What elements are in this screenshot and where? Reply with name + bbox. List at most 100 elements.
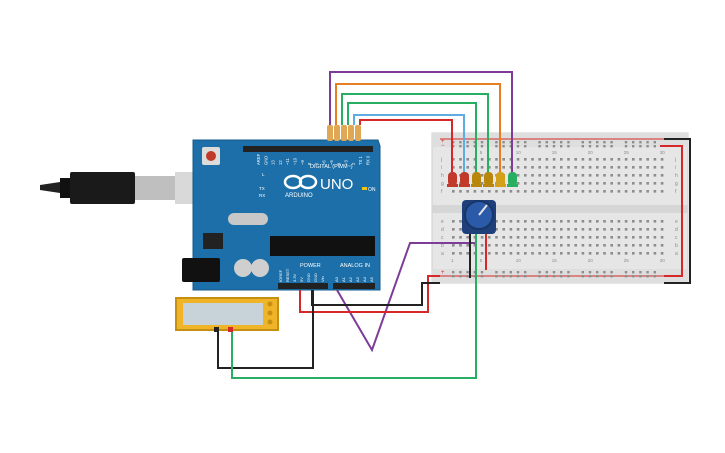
rail-hole[interactable]	[610, 145, 613, 148]
breadboard-hole[interactable]	[452, 228, 455, 231]
rail-hole[interactable]	[466, 145, 469, 148]
breadboard-hole[interactable]	[531, 166, 534, 169]
breadboard-hole[interactable]	[516, 228, 520, 231]
led[interactable]	[459, 172, 470, 187]
rail-hole[interactable]	[596, 145, 599, 148]
breadboard-hole[interactable]	[459, 252, 462, 255]
breadboard-hole[interactable]	[653, 182, 657, 185]
rail-hole[interactable]	[603, 141, 606, 144]
breadboard-hole[interactable]	[502, 228, 505, 231]
rail-hole[interactable]	[596, 271, 599, 274]
breadboard-hole[interactable]	[624, 236, 628, 239]
breadboard-hole[interactable]	[531, 158, 534, 161]
breadboard-hole[interactable]	[459, 158, 462, 161]
breadboard-hole[interactable]	[596, 182, 599, 185]
breadboard-hole[interactable]	[538, 244, 541, 247]
breadboard-hole[interactable]	[639, 190, 642, 193]
breadboard-hole[interactable]	[480, 252, 484, 255]
breadboard-hole[interactable]	[495, 244, 498, 247]
rail-hole[interactable]	[480, 145, 484, 148]
rail-hole[interactable]	[610, 141, 613, 144]
breadboard-hole[interactable]	[588, 182, 592, 185]
breadboard-hole[interactable]	[466, 236, 469, 239]
breadboard-hole[interactable]	[495, 236, 498, 239]
breadboard-hole[interactable]	[560, 190, 563, 193]
rail-hole[interactable]	[632, 271, 635, 274]
breadboard-hole[interactable]	[560, 244, 563, 247]
rail-hole[interactable]	[495, 145, 498, 148]
breadboard-hole[interactable]	[452, 236, 455, 239]
breadboard-hole[interactable]	[488, 158, 491, 161]
rail-hole[interactable]	[452, 271, 455, 274]
wires[interactable]	[217, 71, 691, 379]
breadboard-hole[interactable]	[502, 244, 505, 247]
breadboard-hole[interactable]	[581, 252, 585, 255]
breadboard-hole[interactable]	[581, 228, 585, 231]
breadboard-hole[interactable]	[552, 174, 556, 177]
breadboard-hole[interactable]	[545, 252, 549, 255]
breadboard-hole[interactable]	[567, 244, 570, 247]
breadboard-hole[interactable]	[545, 158, 549, 161]
breadboard-hole[interactable]	[639, 166, 642, 169]
rail-hole[interactable]	[639, 145, 642, 148]
breadboard-hole[interactable]	[473, 252, 477, 255]
breadboard-hole[interactable]	[552, 244, 556, 247]
breadboard-hole[interactable]	[552, 236, 556, 239]
rail-hole[interactable]	[502, 145, 505, 148]
led[interactable]	[471, 172, 482, 187]
breadboard-hole[interactable]	[509, 166, 513, 169]
breadboard-hole[interactable]	[516, 244, 520, 247]
breadboard-hole[interactable]	[574, 236, 577, 239]
breadboard-hole[interactable]	[588, 244, 592, 247]
rail-hole[interactable]	[480, 141, 484, 144]
breadboard-hole[interactable]	[574, 228, 577, 231]
breadboard-hole[interactable]	[639, 244, 642, 247]
led[interactable]	[447, 172, 458, 187]
breadboard-hole[interactable]	[646, 236, 649, 239]
breadboard-hole[interactable]	[646, 174, 649, 177]
breadboard-hole[interactable]	[567, 228, 570, 231]
rail-hole[interactable]	[567, 141, 570, 144]
breadboard-hole[interactable]	[480, 166, 484, 169]
breadboard-hole[interactable]	[581, 220, 585, 223]
lcd-module[interactable]	[175, 297, 279, 332]
breadboard-hole[interactable]	[567, 236, 570, 239]
rail-hole[interactable]	[581, 141, 584, 144]
breadboard-hole[interactable]	[509, 158, 513, 161]
breadboard-hole[interactable]	[531, 228, 534, 231]
breadboard-hole[interactable]	[610, 190, 613, 193]
breadboard-hole[interactable]	[538, 166, 541, 169]
breadboard-hole[interactable]	[581, 190, 585, 193]
breadboard-hole[interactable]	[452, 220, 455, 223]
rail-hole[interactable]	[567, 275, 570, 278]
rail-hole[interactable]	[459, 141, 462, 144]
breadboard-hole[interactable]	[639, 228, 642, 231]
breadboard-hole[interactable]	[560, 158, 563, 161]
breadboard-hole[interactable]	[660, 182, 664, 185]
breadboard-hole[interactable]	[603, 236, 606, 239]
breadboard-hole[interactable]	[624, 228, 628, 231]
breadboard-hole[interactable]	[538, 190, 541, 193]
breadboard-hole[interactable]	[509, 220, 513, 223]
breadboard-hole[interactable]	[567, 158, 570, 161]
rail-hole[interactable]	[653, 141, 656, 144]
rail-hole[interactable]	[560, 271, 563, 274]
rail-hole[interactable]	[646, 145, 649, 148]
rail-hole[interactable]	[632, 145, 635, 148]
breadboard-hole[interactable]	[588, 158, 592, 161]
breadboard-hole[interactable]	[524, 252, 527, 255]
rail-hole[interactable]	[646, 141, 649, 144]
breadboard-hole[interactable]	[660, 236, 664, 239]
breadboard-hole[interactable]	[596, 166, 599, 169]
breadboard-hole[interactable]	[617, 174, 621, 177]
breadboard-hole[interactable]	[588, 190, 592, 193]
breadboard-hole[interactable]	[581, 236, 585, 239]
rail-hole[interactable]	[545, 145, 548, 148]
breadboard-hole[interactable]	[632, 190, 635, 193]
breadboard-hole[interactable]	[524, 166, 527, 169]
breadboard-hole[interactable]	[552, 228, 556, 231]
rail-hole[interactable]	[524, 145, 527, 148]
breadboard-hole[interactable]	[480, 244, 484, 247]
breadboard-hole[interactable]	[480, 236, 484, 239]
rail-hole[interactable]	[459, 275, 462, 278]
